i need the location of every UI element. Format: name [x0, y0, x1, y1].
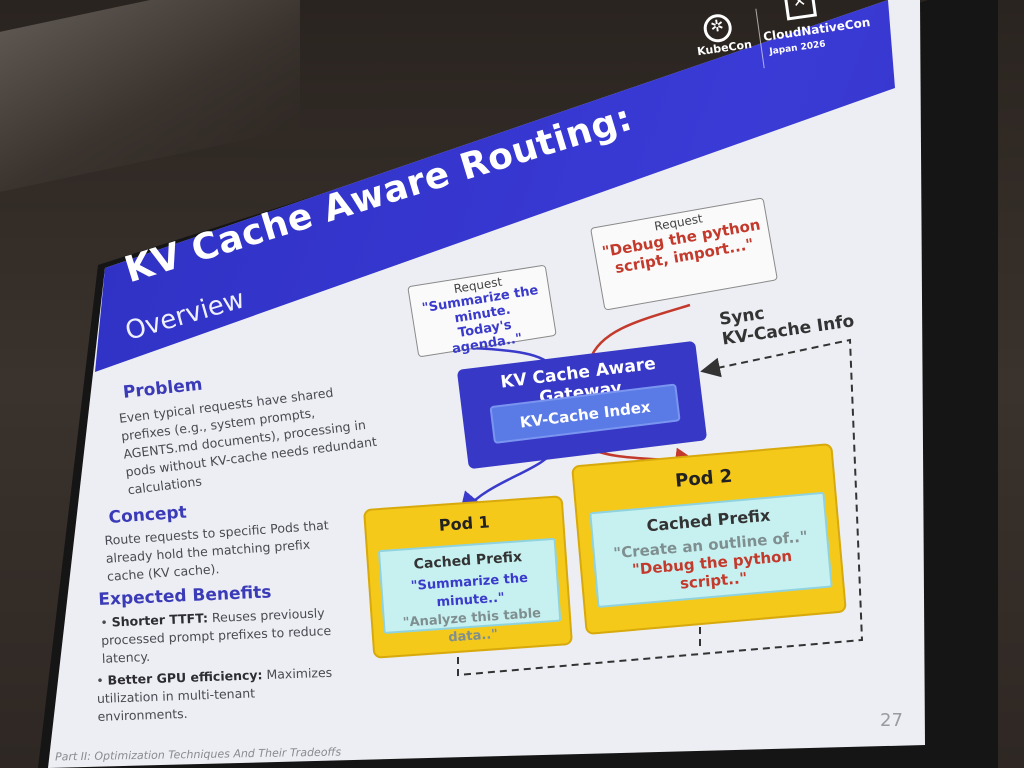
benefit-label: Better GPU efficiency:	[107, 667, 263, 688]
benefit-label: Shorter TTFT:	[111, 610, 209, 630]
pod2-box: Pod 2 Cached Prefix "Create an outline o…	[571, 442, 847, 636]
page-number: 27	[880, 710, 903, 731]
pod2-cache: Cached Prefix "Create an outline of.." "…	[589, 491, 833, 608]
benefit-item: • Better GPU efficiency: Maximizes utili…	[96, 664, 333, 724]
pod1-box: Pod 1 Cached Prefix "Summarize the minut…	[363, 495, 573, 659]
cloudnativecon-logo-icon	[783, 0, 818, 21]
benefit-item: • Shorter TTFT: Reuses previously proces…	[100, 605, 332, 666]
kubecon-logo-icon	[701, 12, 734, 45]
pod1-cache: Cached Prefix "Summarize the minute.." "…	[377, 537, 562, 646]
ceiling-beam	[0, 0, 300, 192]
